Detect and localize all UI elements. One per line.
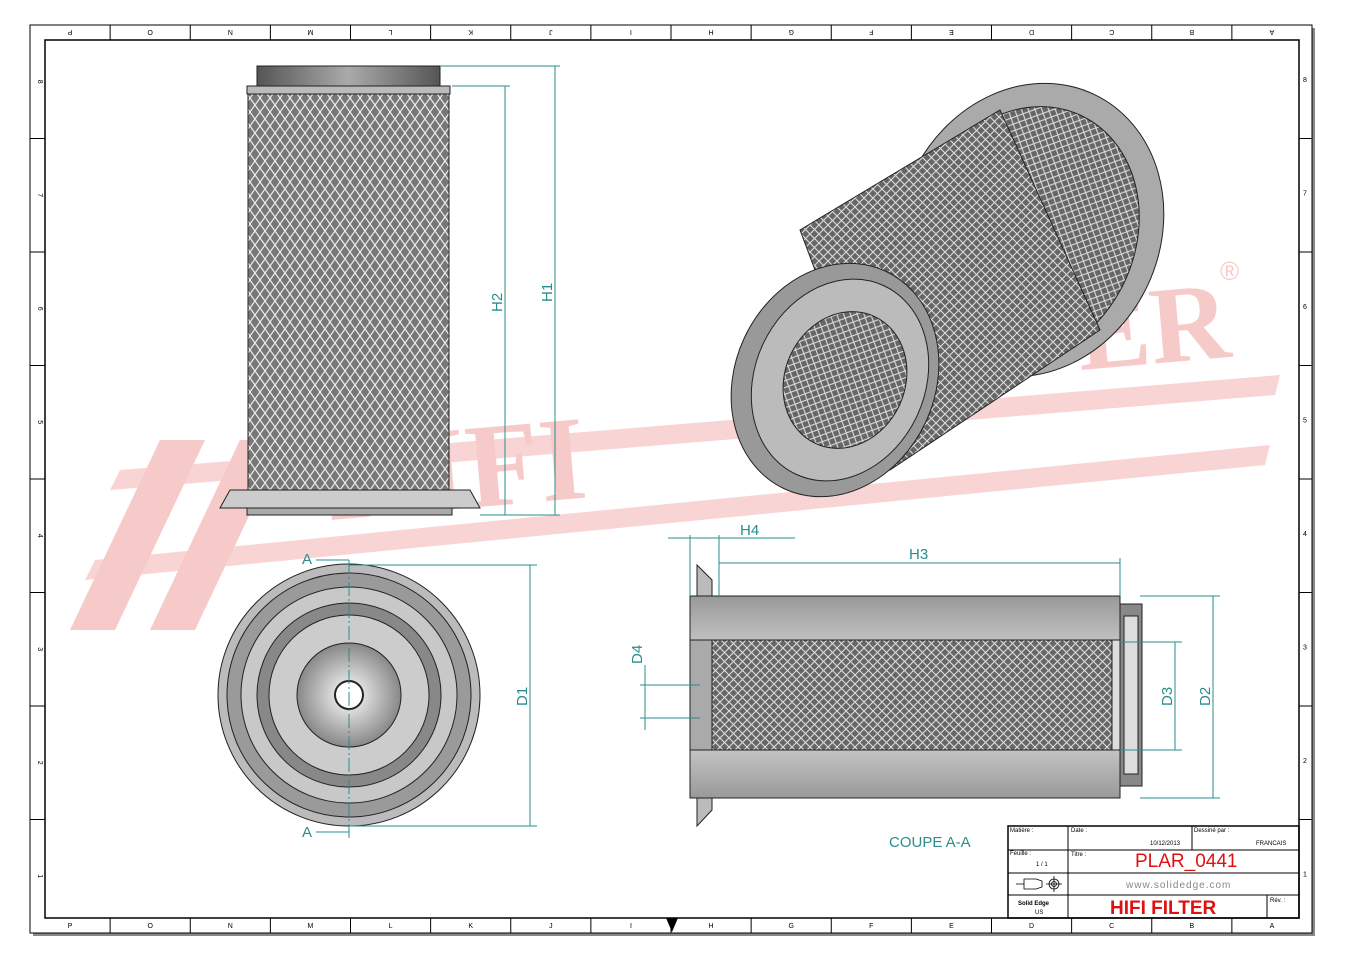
dim-label-d3: D3	[1159, 687, 1176, 706]
dim-label-d2: D2	[1197, 687, 1214, 706]
column-label-top: J	[549, 28, 553, 35]
centering-mark-icon	[666, 918, 678, 932]
material-label: Matière :	[1010, 828, 1034, 834]
drawn-by-value: FRANCAIS	[1256, 841, 1286, 847]
section-mark-top: A	[302, 551, 312, 568]
dim-label-h1: H1	[539, 283, 556, 302]
dim-label-d1: D1	[514, 687, 531, 706]
row-label-left: 3	[36, 647, 43, 651]
row-label-left: 7	[36, 193, 43, 197]
end-view	[217, 563, 481, 827]
column-label-top: N	[228, 28, 233, 35]
drawing-title: PLAR_0441	[1135, 851, 1237, 872]
dim-h1-h2	[440, 65, 560, 516]
section-view	[689, 563, 1143, 828]
column-label-top: C	[1109, 28, 1114, 35]
column-label-bottom: O	[147, 923, 153, 930]
column-label-top: P	[67, 28, 72, 35]
sheet-value: 1 / 1	[1036, 862, 1048, 868]
column-label-bottom: F	[869, 923, 873, 930]
date-value: 10/12/2013	[1150, 841, 1181, 847]
row-label-left: 6	[36, 307, 43, 311]
row-label-left: 5	[36, 420, 43, 424]
row-label-right: 7	[1303, 190, 1307, 197]
company-name: HIFI FILTER	[1110, 898, 1217, 919]
dim-label-d4: D4	[629, 645, 646, 664]
dim-label-h4: H4	[740, 522, 759, 539]
row-label-left: 4	[36, 534, 43, 538]
title-label: Titre :	[1071, 852, 1086, 858]
column-label-bottom: I	[630, 923, 632, 930]
row-label-right: 3	[1303, 644, 1307, 651]
isometric-view	[730, 82, 1165, 498]
column-label-top: O	[147, 28, 153, 35]
column-label-bottom: N	[228, 923, 233, 930]
column-label-top: D	[1029, 28, 1034, 35]
row-label-right: 1	[1303, 871, 1307, 878]
row-label-left: 8	[36, 80, 43, 84]
column-label-bottom: E	[949, 923, 954, 930]
row-label-right: 2	[1303, 758, 1307, 765]
date-label: Date :	[1071, 828, 1087, 834]
title-block	[1007, 825, 1300, 919]
column-label-bottom: C	[1109, 923, 1114, 930]
section-line-a-a	[316, 559, 537, 838]
column-label-bottom: M	[308, 923, 314, 930]
section-dims	[640, 535, 1220, 799]
dim-label-h3: H3	[909, 546, 928, 563]
column-label-top: A	[1269, 28, 1274, 35]
website: www.solidedge.com	[1125, 880, 1231, 891]
column-label-top: K	[468, 28, 473, 35]
column-label-bottom: J	[549, 923, 553, 930]
row-label-right: 4	[1303, 531, 1307, 538]
section-mark-bottom: A	[302, 824, 312, 841]
column-label-top: G	[788, 28, 793, 35]
column-label-bottom: P	[68, 923, 73, 930]
front-view	[219, 65, 481, 516]
dim-label-h2: H2	[489, 293, 506, 312]
column-label-bottom: G	[788, 923, 793, 930]
units: US	[1035, 910, 1043, 916]
software-name: Solid Edge	[1018, 901, 1050, 907]
row-label-left: 1	[36, 874, 43, 878]
svg-text:®: ®	[1220, 256, 1239, 286]
column-label-top: E	[949, 28, 954, 35]
column-label-bottom: D	[1029, 923, 1034, 930]
column-label-top: F	[869, 28, 873, 35]
column-label-bottom: K	[468, 923, 473, 930]
column-label-top: I	[630, 28, 632, 35]
column-label-top: M	[307, 28, 313, 35]
column-label-top: L	[389, 28, 393, 35]
row-label-right: 6	[1303, 304, 1307, 311]
column-label-top: B	[1189, 28, 1194, 35]
column-label-top: H	[709, 28, 714, 35]
row-label-right: 8	[1303, 77, 1307, 84]
column-label-bottom: H	[709, 923, 714, 930]
zone-markers: P P O O N N M M L L K K J J I I H H G G F F E E D D C C B B A A 8 8 7 7 6 6 5 5…	[30, 25, 1312, 933]
column-label-bottom: L	[389, 923, 393, 930]
sheet-label: Feuille :	[1010, 851, 1031, 857]
section-label: COUPE A-A	[889, 834, 971, 851]
row-label-left: 2	[36, 761, 43, 765]
row-label-right: 5	[1303, 417, 1307, 424]
column-label-bottom: A	[1270, 923, 1275, 930]
column-label-bottom: B	[1189, 923, 1194, 930]
drawn-by-label: Dessiné par :	[1194, 828, 1230, 834]
revision-label: Rév. :	[1270, 898, 1286, 904]
